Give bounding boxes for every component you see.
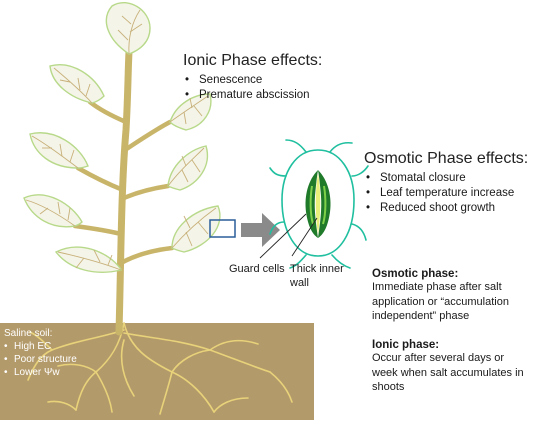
osmotic-phase-heading: Osmotic phase: (372, 268, 459, 280)
leaf-lower-right (171, 205, 221, 253)
ionic-effect-item: Premature abscission (183, 88, 310, 103)
zoom-arrow (241, 213, 280, 247)
thick-wall-label: Thick inner wall (290, 262, 344, 290)
saline-soil-item: Lower Ψw (4, 366, 77, 379)
saline-soil-item: Poor structure (4, 353, 77, 366)
ionic-phase-line: week when salt accumulates in (372, 366, 524, 379)
ionic-phase-line: shoots (372, 381, 405, 393)
leaf-middle-right (167, 145, 209, 191)
leaf-zoom-box (209, 219, 236, 238)
osmotic-effect-item: Stomatal closure (364, 171, 514, 186)
branches (72, 99, 175, 265)
osmotic-phase-line: application or “accumulation (372, 295, 509, 308)
ionic-effects-title: Ionic Phase effects: (183, 52, 323, 69)
thick-wall-label-line: Thick inner (290, 263, 344, 275)
saline-soil-title: Saline soil: (4, 328, 53, 339)
guard-cells-label: Guard cells (229, 263, 285, 275)
ionic-phase-block: Ionic phase: Occur after several days or… (372, 339, 532, 395)
osmotic-phase-line: Immediate phase after salt (372, 281, 502, 293)
osmotic-phase-line: independent” phase (372, 310, 470, 322)
osmotic-effects-list: Stomatal closure Leaf temperature increa… (364, 171, 514, 216)
ionic-phase-heading: Ionic phase: (372, 339, 440, 351)
ionic-effect-item: Senescence (183, 73, 310, 88)
osmotic-effects-title: Osmotic Phase effects: (364, 150, 529, 167)
osmotic-phase-block: Osmotic phase: Immediate phase after sal… (372, 268, 532, 324)
thick-wall-label-line: wall (290, 277, 309, 289)
osmotic-effect-item: Leaf temperature increase (364, 186, 514, 201)
saline-soil-list: High EC Poor structure Lower Ψw (4, 340, 77, 379)
leaf-top (105, 1, 151, 55)
leaf-upper-left (49, 64, 105, 104)
stoma-illustration (269, 139, 369, 269)
saline-soil-block: Saline soil: High EC Poor structure Lowe… (4, 327, 77, 379)
guard-cell-right (318, 170, 331, 238)
ionic-effects-list: Senescence Premature abscission (183, 73, 310, 103)
pointer-lines (259, 213, 318, 259)
leaf-veins (25, 9, 217, 271)
osmotic-effect-item: Reduced shoot growth (364, 201, 514, 216)
stem (115, 48, 133, 336)
saline-soil-item: High EC (4, 340, 77, 353)
leaf-lower-left (23, 194, 83, 228)
ionic-phase-line: Occur after several days or (372, 352, 505, 364)
leaf-middle-left (29, 132, 89, 169)
